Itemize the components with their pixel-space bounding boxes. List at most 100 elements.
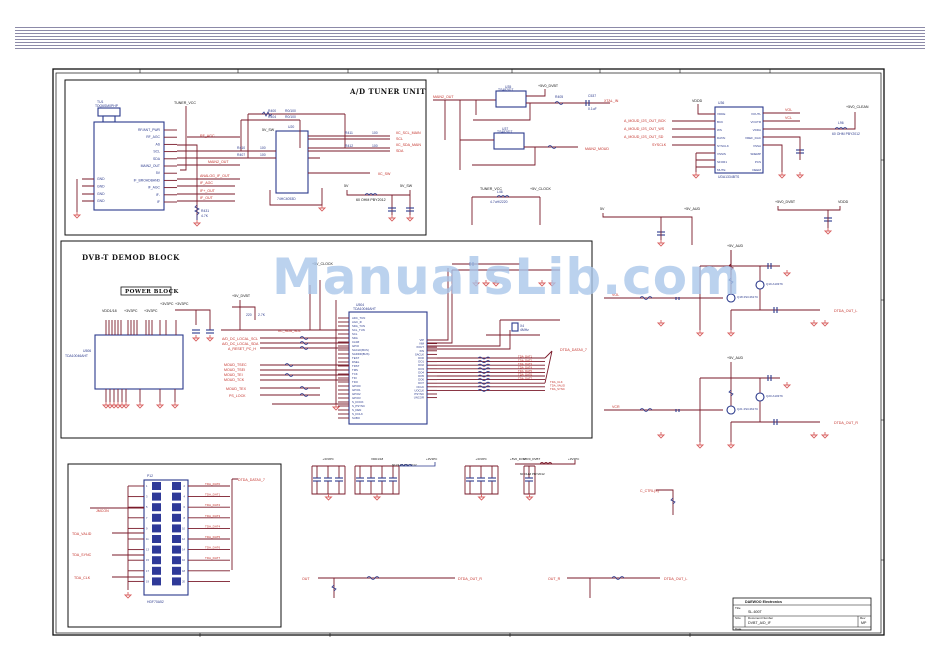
ground-icon — [782, 270, 792, 277]
pin-number: 7 — [146, 516, 148, 520]
demod-pin-label: GPIO0 — [352, 384, 361, 388]
bus-sda: SDA — [396, 149, 404, 153]
ground-icon — [782, 382, 792, 389]
ground-icon — [820, 320, 830, 327]
r411-value: 100 — [372, 131, 378, 135]
amp-supply-label: +5V_AUD — [727, 356, 743, 360]
ground-icon — [471, 280, 481, 287]
ground-icon — [695, 330, 705, 337]
conn-tda-clk: TDA_CLK — [74, 576, 91, 580]
amp-supply-label: +5V_AUD — [727, 244, 743, 248]
r443-label: 2.7K — [258, 313, 266, 317]
pin-number: 11 — [146, 537, 149, 541]
ground-icon — [372, 494, 382, 501]
r412-value: 100 — [372, 144, 378, 148]
tuner-part: TDQ6SM0PHP — [95, 104, 119, 108]
amp-input-net: VOL — [612, 293, 619, 297]
audio-dac-u36 — [714, 106, 764, 174]
u504-ref: U504 — [356, 303, 364, 307]
l46-value: 4.7uH/2220 — [490, 200, 508, 204]
tuner-pin-label: RF_AGC — [146, 135, 160, 139]
ground-icon — [113, 402, 123, 409]
tuner-gnd-pin-label: GND — [97, 177, 105, 181]
tuner-block-title: A/D TUNER UNIT — [349, 87, 426, 96]
transistor-icon — [726, 405, 736, 415]
r431-ref: R431 — [201, 209, 209, 213]
net-out-r: OUT_R — [548, 577, 561, 581]
pin-number: 16 — [182, 558, 185, 562]
tuner-pin-label: SDA — [153, 157, 161, 161]
tuner-pin-label: IF — [157, 200, 160, 204]
net-tuner-vcc: TUNER_VCC — [174, 101, 196, 105]
demod-pin-label: GPIO1 — [352, 388, 361, 392]
tuner-connector — [97, 107, 121, 117]
demod-pin-label: SDA_TUN — [352, 324, 365, 328]
dac-pin-label: VREF_DAC — [745, 136, 762, 140]
decoupling-rail: +5V0_DVBT — [524, 457, 541, 461]
u504-part: TDA10046AHT — [353, 307, 376, 311]
connector-pad — [152, 577, 161, 586]
data-net-label: TDA_VALID — [550, 384, 565, 388]
dac-pin-label: VOUTL — [751, 112, 761, 116]
demod-ic-u504 — [348, 311, 428, 425]
demod-pin-label: XIN — [419, 349, 424, 353]
u35-ref: U35 — [505, 85, 511, 89]
ground-icon — [726, 442, 736, 449]
net-a-reset: A_RESET_PC_H — [228, 347, 256, 351]
demod-pin-label: UNCOR — [414, 396, 424, 400]
tuner-connector-neck — [102, 115, 116, 123]
ground-icon — [491, 280, 501, 287]
data-net-label: TDA_DAT5 — [518, 369, 533, 373]
data-net-label: TDA_DAT4 — [518, 366, 533, 370]
connector-pad — [172, 556, 181, 565]
c537-ref: C537 — [588, 94, 596, 98]
net-rf-agc: RF_AGC — [200, 134, 215, 138]
net-moud-tck: MOUD_TCK — [224, 378, 245, 382]
transistor-label: Q21 2SC4617C — [737, 407, 759, 411]
net-main2-out-2: MAIN2_OUT — [433, 95, 454, 99]
ground-icon — [656, 240, 666, 247]
dac-pin-label: PCS — [755, 160, 761, 164]
series-resistor — [477, 363, 491, 367]
r400-ref: R400 — [268, 109, 276, 113]
dac-pin-label: VDDE — [717, 112, 725, 116]
ground-icon — [525, 494, 534, 501]
demod-pin-label: GPIO3 — [352, 396, 361, 400]
bus-scl: SCL — [396, 137, 403, 141]
pin-number: 15 — [146, 558, 149, 562]
pin-number: 3 — [146, 495, 148, 499]
tuner-pin-label: 5V — [156, 171, 161, 175]
dac-pin-label: WS — [717, 128, 722, 132]
demod-pin-label: UOCLK — [414, 388, 424, 392]
decoupling-rail: +3V3PC — [426, 457, 438, 461]
transistor-icon — [755, 280, 765, 290]
ground-icon — [121, 402, 131, 409]
net-c-ctrl: C_CTRL(S) — [640, 489, 659, 493]
pin-number: 4 — [184, 495, 186, 499]
demod-pin-label: DO5 — [418, 374, 424, 378]
demod-pin-label: DO0 — [418, 356, 424, 360]
transistor-icon — [726, 293, 736, 303]
u37-ref: U37 — [502, 127, 508, 131]
frame-ticks — [139, 69, 884, 637]
r410-ref: R410 — [237, 146, 245, 150]
ground-icon — [170, 402, 180, 409]
ground-icon — [477, 494, 486, 501]
net-out: OUT — [302, 577, 310, 581]
opamp-area: MAIN2_OUT U35 TS482IDT +5V0_DVBT R405 C5… — [433, 84, 619, 225]
connector-signal: TDA_DAT7 — [205, 556, 220, 560]
audio-dac-area: U36 UDA1334BTS VDDEBCKWSDATAISYSCLKVSSIS… — [600, 99, 869, 247]
opamp-u37 — [493, 132, 525, 150]
ground-icon — [809, 432, 819, 439]
demod-pin-label: SDA — [352, 336, 358, 340]
pin-number: 14 — [182, 548, 185, 552]
demod-pin-label: ADC_TUN — [352, 316, 365, 320]
data-net-label: TDA_DAT2 — [518, 358, 533, 362]
rail-3v3pc-c: +3V3PC — [160, 302, 174, 306]
ground-icon — [656, 320, 666, 327]
series-resistor — [477, 378, 491, 381]
r404-value: R0/100 — [285, 115, 296, 119]
title-block: DAEWOO Electronics Title SL-600T Size Do… — [732, 597, 872, 631]
rev-label: Rev — [860, 616, 866, 620]
